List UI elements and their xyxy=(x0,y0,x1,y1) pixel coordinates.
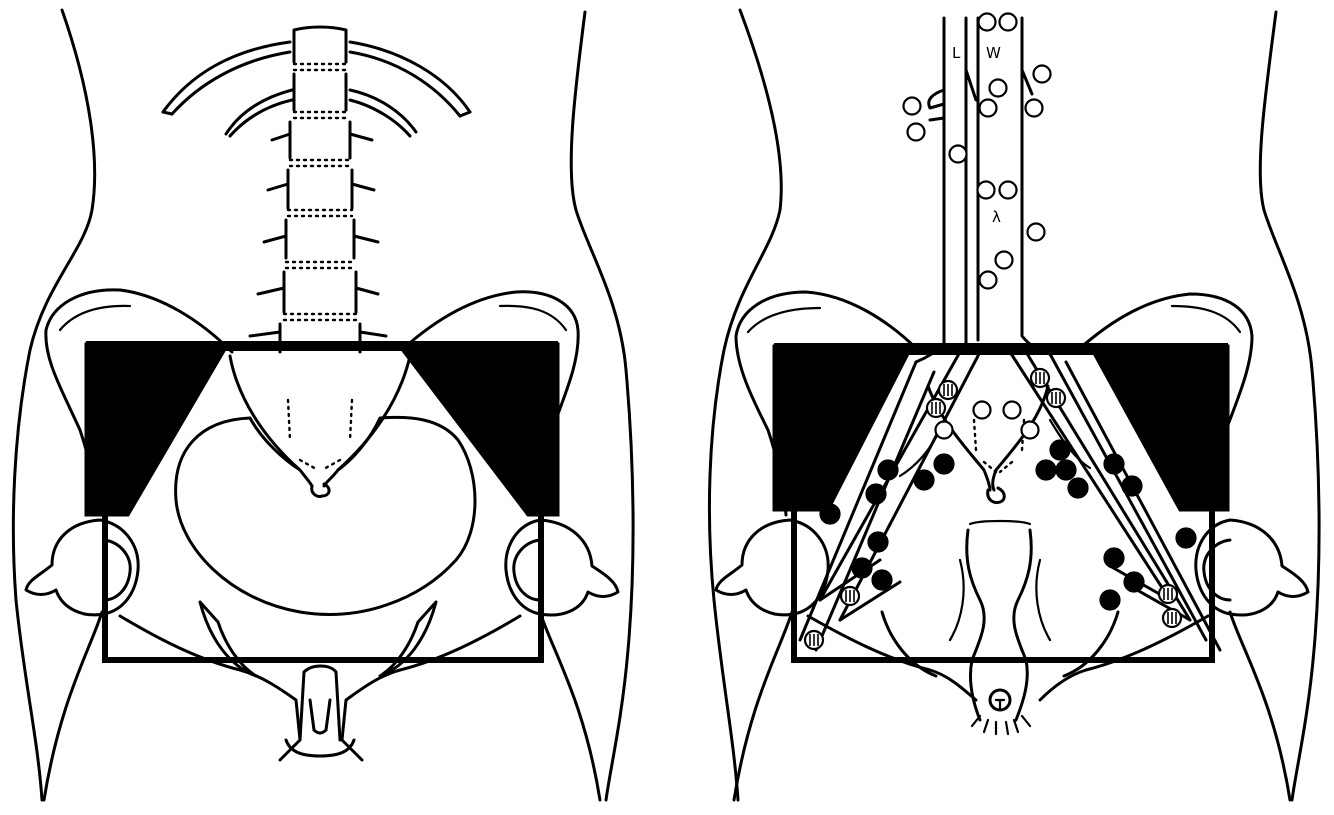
lymph-node-filled xyxy=(1069,479,1088,498)
lymph-node-open xyxy=(1000,14,1017,31)
left-treatment-field xyxy=(86,344,558,660)
lymph-node-open xyxy=(1022,422,1039,439)
lymph-node-open xyxy=(974,402,991,419)
lymph-node-open xyxy=(980,272,997,289)
lymph-node-open xyxy=(980,100,997,117)
pelvic-inlet xyxy=(176,417,475,614)
lymph-node-filled xyxy=(1057,461,1076,480)
field-block-right xyxy=(398,344,558,515)
lymph-node-filled xyxy=(915,471,934,490)
lymph-node-filled xyxy=(853,559,872,578)
annotation-lambda: λ xyxy=(992,208,1001,226)
lymph-node-filled xyxy=(1105,455,1124,474)
left-panel xyxy=(13,10,633,800)
lymph-node-open xyxy=(996,252,1013,269)
lymph-node-filled xyxy=(1105,549,1124,568)
lymph-node-filled xyxy=(869,533,888,552)
lymph-node-open xyxy=(1034,66,1051,83)
lymph-node-open xyxy=(979,14,996,31)
lymph-node-filled xyxy=(1123,477,1142,496)
lymph-node-open xyxy=(904,98,921,115)
field-block-left-right xyxy=(774,346,912,510)
lymph-node-filled xyxy=(1051,441,1070,460)
lymph-node-filled xyxy=(935,455,954,474)
lymph-node-filled xyxy=(1177,529,1196,548)
lymph-node-open xyxy=(950,146,967,163)
lymph-node-filled xyxy=(873,571,892,590)
lymph-node-open xyxy=(936,422,953,439)
sacrum xyxy=(230,356,410,497)
lymph-node-filled xyxy=(821,505,840,524)
lumbar-spine xyxy=(250,27,386,352)
pubic-region-right xyxy=(808,612,1208,734)
lymph-node-filled xyxy=(1037,461,1056,480)
right-panel: L W λ xyxy=(709,10,1319,800)
lymph-nodes xyxy=(805,14,1196,650)
annotation-l: L xyxy=(952,44,961,62)
lymph-node-open xyxy=(990,80,1007,97)
lymph-node-open xyxy=(1000,182,1017,199)
lymph-node-filled xyxy=(879,461,898,480)
lymph-node-filled xyxy=(1125,573,1144,592)
ribs xyxy=(163,42,470,136)
lymph-node-open xyxy=(908,124,925,141)
lymph-node-filled xyxy=(867,485,886,504)
lymph-node-filled xyxy=(1101,591,1120,610)
annotation-w: W xyxy=(986,44,1001,62)
lymph-node-open xyxy=(978,182,995,199)
pubic-region xyxy=(120,602,520,760)
field-block-right-right xyxy=(1090,346,1228,510)
lymph-node-open xyxy=(1026,100,1043,117)
lymph-node-open xyxy=(1028,224,1045,241)
lymph-node-open xyxy=(1004,402,1021,419)
